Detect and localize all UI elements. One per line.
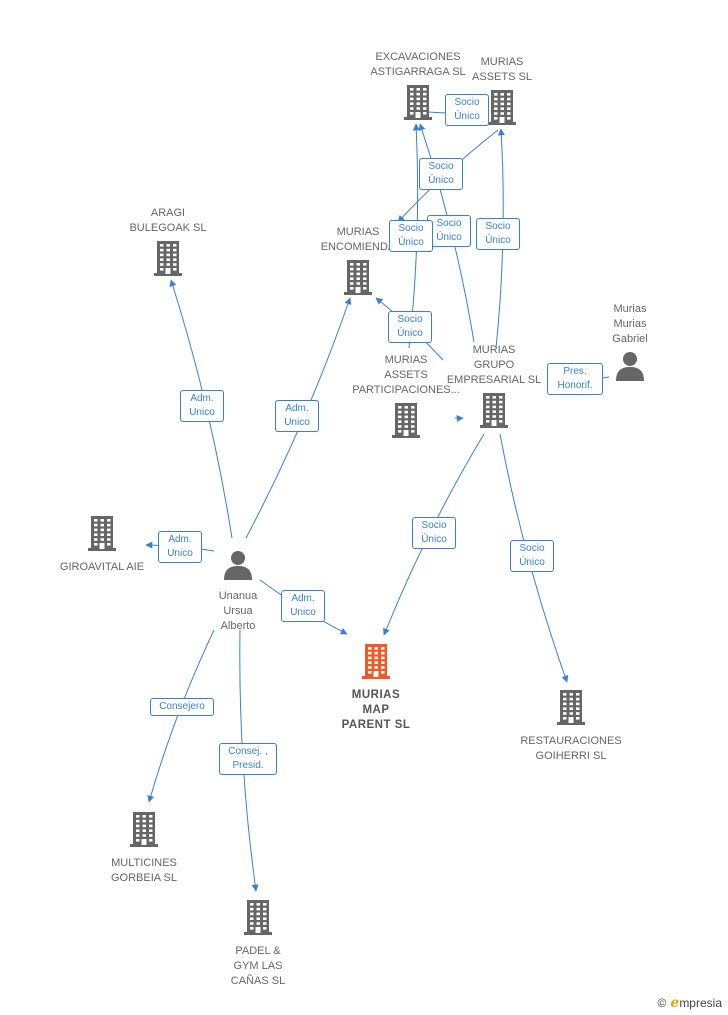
node-label: MULTICINES GORBEIA SL <box>110 857 178 884</box>
building-icon <box>403 84 433 125</box>
node-label: MURIAS MAP PARENT SL <box>341 689 411 731</box>
building-icon <box>129 811 159 852</box>
building-icon <box>87 515 117 556</box>
building-icon <box>243 899 273 940</box>
building-icon <box>343 259 373 300</box>
node-restauraciones[interactable]: RESTAURACIONES GOIHERRI SL <box>501 689 641 764</box>
edge-label[interactable]: Socio Único <box>427 215 471 247</box>
node-label: MURIAS GRUPO EMPRESARIAL SL <box>446 344 542 386</box>
node-multicines[interactable]: MULTICINES GORBEIA SL <box>74 811 214 886</box>
building-icon <box>556 689 586 730</box>
empresia-logo: © empresia <box>658 995 722 1011</box>
node-label: MURIAS ENCOMIENDA <box>320 226 396 253</box>
edge-label[interactable]: Socio Único <box>388 311 432 343</box>
node-label: Murias Murias Gabriel <box>612 303 648 345</box>
edge-label[interactable]: Socio Único <box>510 540 554 572</box>
node-murias-assets[interactable]: MURIAS ASSETS SL <box>432 55 572 130</box>
building-icon <box>391 402 421 443</box>
edge-label[interactable]: Adm. Unico <box>281 590 325 622</box>
node-label: Unanua Ursua Alberto <box>218 590 258 632</box>
edge-label[interactable]: Socio Único <box>419 158 463 190</box>
edge-label[interactable]: Consej. , Presid. <box>219 743 277 775</box>
node-label: MURIAS ASSETS SL <box>472 56 532 83</box>
node-murias-assets-part[interactable]: MURIAS ASSETS PARTICIPACIONES... <box>336 353 476 443</box>
node-giroavital[interactable]: GIROAVITAL AIE <box>32 515 172 575</box>
node-murias-encomienda[interactable]: MURIAS ENCOMIENDA <box>288 225 428 300</box>
brand-name: mpresia <box>679 996 722 1010</box>
node-label: EXCAVACIONES ASTIGARRAGA SL <box>370 51 466 78</box>
building-icon <box>361 643 391 684</box>
edge-label[interactable]: Adm. Unico <box>180 390 224 422</box>
edge-label[interactable]: Adm. Unico <box>275 400 319 432</box>
edge-label[interactable]: Socio Único <box>412 517 456 549</box>
node-label: RESTAURACIONES GOIHERRI SL <box>520 735 622 762</box>
edge-unanua-multicines <box>147 629 215 803</box>
edge-label[interactable]: Socio Único <box>389 220 433 252</box>
node-excavaciones[interactable]: EXCAVACIONES ASTIGARRAGA SL <box>348 50 488 125</box>
node-murias-grupo[interactable]: MURIAS GRUPO EMPRESARIAL SL <box>424 343 564 433</box>
node-label: GIROAVITAL AIE <box>59 561 145 573</box>
person-icon <box>223 550 253 585</box>
edge-label[interactable]: Socio Único <box>476 218 520 250</box>
edge-label[interactable]: Adm. Unico <box>158 531 202 563</box>
node-padel[interactable]: PADEL & GYM LAS CAÑAS SL <box>188 899 328 989</box>
brand-e: e <box>670 995 680 1011</box>
edge-label[interactable]: Consejero <box>150 698 214 716</box>
node-label: ARAGI BULEGOAK SL <box>129 207 207 234</box>
building-icon <box>479 392 509 433</box>
person-icon <box>615 351 645 386</box>
edge-label[interactable]: Socio Único <box>445 94 489 126</box>
node-murias-gabriel[interactable]: Murias Murias Gabriel <box>560 302 700 386</box>
edge-label[interactable]: Pres. Honorif. <box>547 363 603 395</box>
node-aragi[interactable]: ARAGI BULEGOAK SL <box>98 206 238 281</box>
building-icon <box>153 240 183 281</box>
node-label: PADEL & GYM LAS CAÑAS SL <box>230 945 286 987</box>
copyright-icon: © <box>657 996 667 1010</box>
building-icon <box>487 89 517 130</box>
node-label: MURIAS ASSETS PARTICIPACIONES... <box>352 354 460 396</box>
node-murias-map[interactable]: MURIAS MAP PARENT SL <box>306 643 446 733</box>
node-unanua[interactable]: Unanua Ursua Alberto <box>168 550 308 634</box>
